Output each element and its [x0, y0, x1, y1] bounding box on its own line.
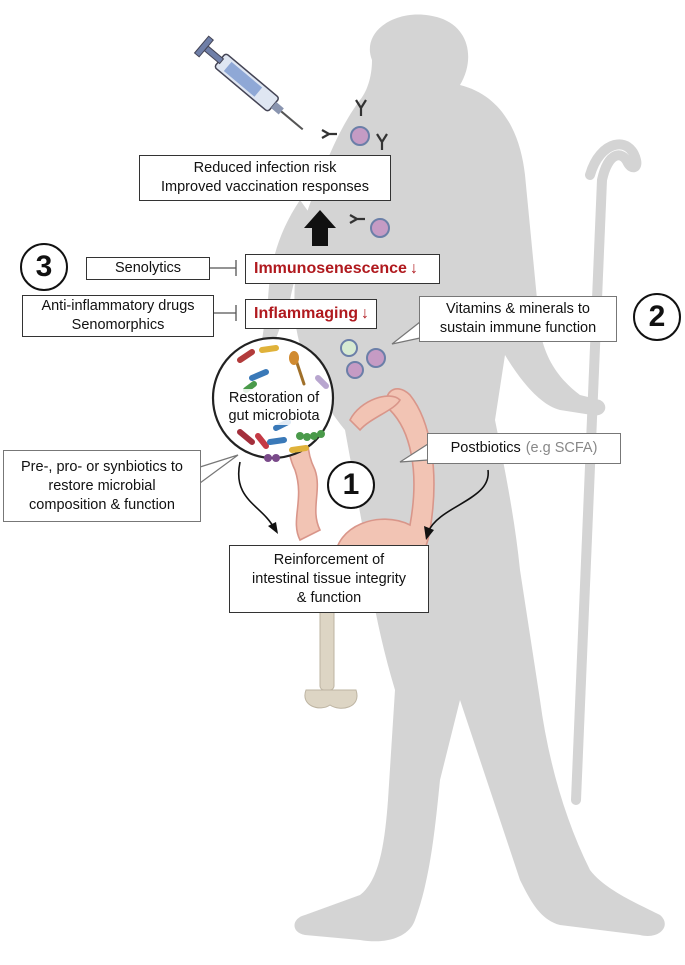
outcome-box: Reduced infection risk Improved vaccinat…	[139, 155, 391, 201]
syringe-icon	[193, 35, 304, 131]
cane	[571, 139, 642, 805]
anti-inflammatory-line-2: Senomorphics	[71, 317, 165, 333]
pre-pro-pointer	[199, 454, 239, 484]
microbiota-line-2: gut microbiota	[228, 408, 320, 424]
anti-inflammatory-line-1: Anti-inflammatory drugs	[41, 298, 195, 314]
reinforcement-line-3: & function	[296, 589, 362, 606]
inhibition-connectors	[210, 260, 237, 321]
vitamins-line-2: sustain immune function	[439, 320, 597, 336]
badge-two: 2	[633, 293, 681, 341]
anti-inflammatory-box: Anti-inflammatory drugs Senomorphics	[22, 295, 214, 337]
badge-one: 1	[327, 461, 375, 509]
up-arrow-icon	[304, 210, 336, 246]
arrowhead-left	[268, 522, 278, 534]
reinforcement-line-1: Reinforcement of	[273, 551, 385, 568]
femur-bone	[304, 599, 358, 709]
inflammaging-box: Inflammaging ↓	[245, 299, 377, 329]
blood-cells	[340, 126, 390, 379]
pre-pro-line-3: composition & function	[29, 496, 175, 513]
down-arrow-icon: ↓	[361, 305, 370, 322]
immune-cells-and-antibodies	[321, 99, 388, 224]
reinforcement-line-2: intestinal tissue integrity	[252, 570, 406, 587]
bacteria-icons	[237, 345, 329, 462]
vitamins-line-1: Vitamins & minerals to	[446, 301, 590, 317]
postbiotics-pointer	[399, 443, 429, 463]
pre-pro-callout: Pre-, pro- or synbiotics to restore micr…	[3, 450, 201, 522]
arrowhead-right	[424, 526, 434, 540]
postbiotics-callout: Postbiotics (e.g SCFA)	[427, 433, 621, 464]
vitamins-pointer	[391, 321, 421, 345]
senolytics-label: Senolytics	[114, 260, 182, 276]
immunosenescence-label: Immunosenescence	[254, 260, 407, 277]
microbiota-line-1: Restoration of	[228, 390, 320, 406]
postbiotics-note: (e.g SCFA)	[525, 440, 598, 456]
microbiota-label: Restoration of gut microbiota	[228, 389, 320, 425]
inflammaging-label: Inflammaging	[254, 305, 359, 322]
postbiotics-label: Postbiotics	[450, 440, 521, 456]
reinforcement-box: Reinforcement of intestinal tissue integ…	[229, 545, 429, 613]
outcome-line-1: Reduced infection risk	[193, 160, 337, 176]
badge-three: 3	[20, 243, 68, 291]
senolytics-box: Senolytics	[86, 257, 210, 280]
vitamins-callout: Vitamins & minerals to sustain immune fu…	[419, 296, 617, 342]
curved-arrows	[237, 461, 489, 533]
immunosenescence-box: Immunosenescence ↓	[245, 254, 440, 284]
pre-pro-line-2: restore microbial	[48, 477, 156, 494]
outcome-line-2: Improved vaccination responses	[161, 179, 369, 195]
pre-pro-line-1: Pre-, pro- or synbiotics to	[21, 458, 183, 475]
down-arrow-icon: ↓	[409, 260, 418, 277]
